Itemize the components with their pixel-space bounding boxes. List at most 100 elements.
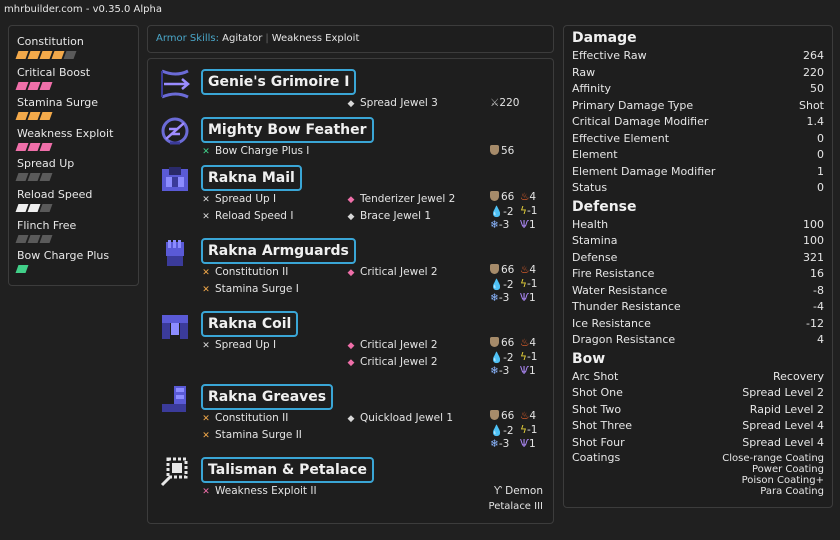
- stat-value: 50: [810, 82, 824, 95]
- kinsect-name-button[interactable]: Mighty Bow Feather: [201, 117, 374, 143]
- legs-skill-1[interactable]: ✕Constitution II: [200, 412, 288, 424]
- legs-dragon-res: Ѱ1: [520, 438, 536, 450]
- ice-icon: ❄: [490, 365, 499, 377]
- stat-label: Element: [572, 148, 618, 161]
- stat-value: -12: [806, 316, 824, 330]
- skill-level-pip: [15, 203, 29, 212]
- arms-fire-res: ♨4: [520, 264, 537, 276]
- skill-level-pip: [27, 234, 41, 243]
- stat-label: Ice Resistance: [572, 316, 651, 330]
- stat-label: Defense: [572, 250, 618, 264]
- waist-deco-2[interactable]: ◆Critical Jewel 2: [345, 356, 438, 368]
- legs-skill-2[interactable]: ✕Stamina Surge II: [200, 429, 302, 441]
- skill-icon: ✕: [202, 414, 210, 424]
- fire-icon: ♨: [520, 264, 530, 276]
- waist-water-res: 💧-2: [490, 352, 514, 364]
- skill-level-pips: [15, 265, 130, 274]
- chest-water-res: 💧-2: [490, 206, 514, 218]
- kinsect-skill-1[interactable]: ✕Bow Charge Plus I: [200, 145, 309, 157]
- skill-entry[interactable]: Reload Speed: [15, 187, 130, 218]
- armor-skill-weakness-exploit[interactable]: Weakness Exploit: [271, 33, 360, 44]
- arms-thunder-res: ϟ-1: [520, 278, 538, 290]
- skill-label: Stamina Surge I: [215, 283, 299, 295]
- skill-name: Constitution: [17, 35, 84, 48]
- stat-value: Shot: [799, 98, 824, 112]
- skill-entry[interactable]: Critical Boost: [15, 65, 130, 96]
- coating-item: Close-range Coating: [722, 453, 824, 464]
- chest-dragon-res: Ѱ1: [520, 219, 536, 231]
- stat-label: Fire Resistance: [572, 267, 655, 280]
- skill-name: Spread Up: [17, 157, 75, 171]
- skill-entry[interactable]: Flinch Free: [15, 218, 130, 249]
- skill-level-pip: [15, 81, 29, 90]
- thunder-icon: ϟ: [520, 351, 527, 363]
- defense-icon: [490, 191, 499, 201]
- stat-label: Health: [572, 217, 609, 231]
- skill-level-pip: [27, 81, 41, 90]
- skill-icon: ✕: [202, 341, 210, 351]
- dragon-icon: Ѱ: [520, 219, 529, 231]
- arms-skill-1[interactable]: ✕Constitution II: [200, 266, 288, 278]
- decoration-gem-icon: ◆: [347, 358, 355, 368]
- thunder-icon: ϟ: [520, 278, 527, 290]
- skill-level-pip: [27, 51, 41, 59]
- defense-icon: [490, 264, 499, 274]
- waist-skill-1[interactable]: ✕Spread Up I: [200, 339, 276, 351]
- chest-skill-1[interactable]: ✕Spread Up I: [200, 193, 276, 205]
- armor-skill-agitator[interactable]: Agitator: [222, 33, 263, 44]
- talisman-name-button[interactable]: Talisman & Petalace: [201, 457, 375, 483]
- stat-value: 321: [803, 250, 824, 264]
- skill-entry[interactable]: Weakness Exploit: [15, 126, 130, 157]
- fire-icon: ♨: [520, 191, 530, 203]
- decoration-gem-icon: ◆: [347, 268, 355, 278]
- decoration-gem-icon: ◆: [347, 99, 355, 109]
- skill-icon: ✕: [202, 268, 210, 278]
- stat-value: 4: [817, 333, 824, 346]
- skill-label: Weakness Exploit II: [215, 485, 317, 497]
- weapon-deco-1[interactable]: ◆Spread Jewel 3: [345, 97, 438, 109]
- defense-value: 56: [501, 145, 515, 157]
- arms-name-button[interactable]: Rakna Armguards: [201, 238, 356, 264]
- skill-entry[interactable]: Spread Up: [15, 156, 130, 187]
- chest-deco-1[interactable]: ◆Tenderizer Jewel 2: [345, 193, 456, 205]
- weapon-name-button[interactable]: Genie's Grimoire I: [201, 69, 357, 95]
- talisman-skill-1[interactable]: ✕ Weakness Exploit II: [200, 485, 317, 497]
- skill-level-pip: [51, 51, 65, 59]
- skill-level-pips: [15, 203, 130, 212]
- skill-name: Reload Speed: [17, 187, 93, 201]
- water-icon: 💧: [490, 352, 504, 364]
- legs-name-button[interactable]: Rakna Greaves: [201, 384, 334, 410]
- chest-thunder-res: ϟ-1: [520, 205, 538, 217]
- waist-deco-1[interactable]: ◆Critical Jewel 2: [345, 339, 438, 351]
- ice-icon: ❄: [490, 219, 499, 231]
- deco-label: Quickload Jewel 1: [360, 412, 454, 424]
- legs-thunder-res: ϟ-1: [520, 424, 538, 436]
- skill-entry[interactable]: Bow Charge Plus: [15, 248, 130, 279]
- stat-value: -4: [813, 300, 824, 313]
- stat-value: 1: [817, 164, 824, 178]
- arms-deco-1[interactable]: ◆Critical Jewel 2: [345, 266, 438, 278]
- arms-skill-2[interactable]: ✕Stamina Surge I: [200, 283, 299, 295]
- chest-name-button[interactable]: Rakna Mail: [201, 165, 302, 191]
- skill-level-pip: [15, 265, 29, 274]
- waist-name-button[interactable]: Rakna Coil: [201, 311, 299, 337]
- damage-section-title: Damage: [572, 30, 637, 46]
- legs-deco-1[interactable]: ◆Quickload Jewel 1: [345, 412, 453, 424]
- stat-label: Critical Damage Modifier: [572, 115, 709, 128]
- skill-entry[interactable]: Stamina Surge: [15, 95, 130, 126]
- decoration-gem-icon: ◆: [347, 341, 355, 351]
- weapon-attack: ⚔220: [490, 97, 519, 109]
- decoration-gem-icon: ◆: [347, 195, 355, 205]
- skill-icon: ✕: [202, 487, 210, 497]
- skill-entry[interactable]: Constitution: [15, 34, 130, 65]
- chest-skill-2[interactable]: ✕Reload Speed I: [200, 210, 293, 222]
- skill-level-pip: [39, 173, 53, 182]
- chest-deco-2[interactable]: ◆Brace Jewel 1: [345, 210, 432, 222]
